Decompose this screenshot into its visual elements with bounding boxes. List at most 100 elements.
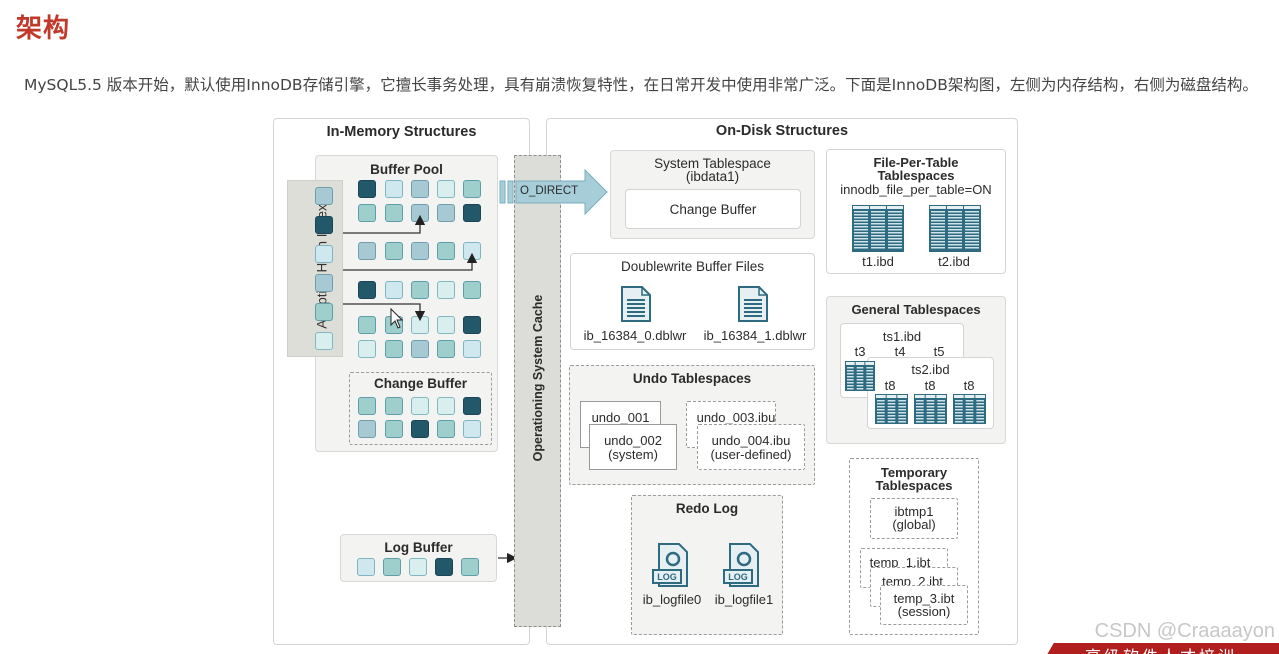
document-icon bbox=[621, 286, 651, 322]
table-icon bbox=[845, 361, 875, 391]
log-buffer-entry bbox=[357, 558, 375, 576]
logfile0-label: ib_logfile0 bbox=[642, 592, 702, 607]
hash-arrow-2 bbox=[343, 252, 478, 271]
buffer-pool-page bbox=[437, 180, 455, 198]
dblwr-1-label: ib_16384_1.dblwr bbox=[703, 328, 807, 343]
buffer-pool-page bbox=[463, 340, 481, 358]
log-file-icon: LOG bbox=[652, 543, 688, 587]
table-icon bbox=[875, 394, 908, 424]
buffer-pool-page bbox=[437, 281, 455, 299]
log-buffer-entry bbox=[383, 558, 401, 576]
watermark: CSDN @Craaaayon bbox=[1094, 620, 1275, 642]
hash-arrow-3 bbox=[343, 303, 426, 322]
disk-change-buffer: Change Buffer bbox=[625, 189, 801, 229]
change-buffer-page bbox=[385, 420, 403, 438]
buffer-pool-page bbox=[437, 204, 455, 222]
ts2-t8-c: t8 bbox=[963, 378, 975, 393]
change-buffer-page bbox=[411, 420, 429, 438]
o-direct-label: O_DIRECT bbox=[520, 185, 579, 197]
system-tablespace: System Tablespace (ibdata1) Change Buffe… bbox=[610, 150, 815, 239]
undo-001-label: undo_001 bbox=[591, 410, 650, 425]
table-icon bbox=[914, 394, 947, 424]
hash-index-entry bbox=[315, 274, 333, 292]
memory-change-buffer: Change Buffer bbox=[349, 372, 492, 445]
doublewrite-title: Doublewrite Buffer Files bbox=[620, 259, 765, 274]
table-icon bbox=[852, 205, 904, 252]
table-icon bbox=[953, 394, 986, 424]
change-buffer-page bbox=[358, 397, 376, 415]
doublewrite-buffer-files: Doublewrite Buffer Files bbox=[570, 253, 815, 350]
on-disk-title: On-Disk Structures bbox=[715, 123, 849, 139]
buffer-pool-page bbox=[463, 180, 481, 198]
undo-003-label: undo_003.ibu bbox=[696, 410, 776, 425]
ts1-t4: t4 bbox=[894, 344, 906, 359]
disk-change-buffer-label: Change Buffer bbox=[669, 202, 757, 217]
file-per-table-title: File-Per-Table bbox=[873, 155, 959, 170]
buffer-pool-page bbox=[437, 340, 455, 358]
buffer-pool-page bbox=[411, 281, 429, 299]
buffer-pool-page bbox=[463, 281, 481, 299]
dblwr-0-label: ib_16384_0.dblwr bbox=[583, 328, 687, 343]
temp-session-note: (session) bbox=[897, 604, 951, 619]
ibtmp1 bbox=[870, 498, 958, 539]
bottom-banner-text: 高级软件人才培训 bbox=[1085, 643, 1237, 654]
buffer-pool-page bbox=[385, 180, 403, 198]
t2-ibd-label: t2.ibd bbox=[938, 254, 970, 269]
change-buffer-page bbox=[385, 397, 403, 415]
undo-002 bbox=[589, 424, 677, 470]
o-direct-bar-2 bbox=[507, 180, 514, 204]
file-per-table-title2: Tablespaces bbox=[877, 168, 955, 183]
os-cache: Operationing System Cache bbox=[514, 155, 561, 627]
undo-002-label: undo_002 bbox=[604, 433, 662, 448]
buffer-pool-page bbox=[411, 180, 429, 198]
svg-text:LOG: LOG bbox=[657, 572, 677, 582]
temporary-tablespaces: Temporary Tablespaces bbox=[849, 458, 979, 635]
buffer-pool-page bbox=[358, 180, 376, 198]
undo-title: Undo Tablespaces bbox=[632, 371, 752, 386]
in-memory-title: In-Memory Structures bbox=[326, 124, 477, 140]
buffer-pool-page bbox=[437, 242, 455, 260]
log-buffer-entry bbox=[435, 558, 453, 576]
ibtmp1-label: ibtmp1 bbox=[894, 504, 934, 519]
temp-3-label: temp_3.ibt bbox=[893, 591, 955, 606]
change-buffer-page bbox=[463, 420, 481, 438]
system-tablespace-subtitle: (ibdata1) bbox=[685, 169, 740, 184]
ts1-t5: t5 bbox=[933, 344, 945, 359]
log-buffer-entry bbox=[461, 558, 479, 576]
o-direct-bar-1 bbox=[499, 180, 506, 204]
intro-paragraph: MySQL5.5 版本开始，默认使用InnoDB存储引擎，它擅长事务处理，具有崩… bbox=[24, 76, 1258, 94]
buffer-pool-page bbox=[385, 281, 403, 299]
document-icon bbox=[738, 286, 768, 322]
buffer-pool-page bbox=[437, 316, 455, 334]
ts1-t3: t3 bbox=[854, 344, 866, 359]
buffer-pool-title: Buffer Pool bbox=[370, 162, 443, 177]
hash-index-entry bbox=[315, 303, 333, 321]
logfile1-label: ib_logfile1 bbox=[714, 592, 774, 607]
o-direct-arrow-body bbox=[515, 168, 608, 216]
buffer-pool-page bbox=[358, 242, 376, 260]
hash-index-entry bbox=[315, 332, 333, 350]
general-title: General Tablespaces bbox=[851, 302, 981, 317]
buffer-pool-page bbox=[463, 204, 481, 222]
log-buffer-title: Log Buffer bbox=[384, 540, 453, 555]
change-buffer-page bbox=[411, 397, 429, 415]
change-buffer-page bbox=[463, 397, 481, 415]
svg-text:LOG: LOG bbox=[728, 572, 748, 582]
table-icon bbox=[929, 205, 981, 252]
adaptive-hash-index: Adaptive Hash Index bbox=[287, 180, 343, 357]
buffer-pool-page bbox=[358, 281, 376, 299]
buffer-pool-page bbox=[358, 316, 376, 334]
ts2-label: ts2.ibd bbox=[911, 362, 950, 377]
change-buffer-page bbox=[437, 420, 455, 438]
temp-1-label: temp_1.ibt bbox=[869, 555, 931, 570]
hash-index-entry bbox=[315, 187, 333, 205]
buffer-pool-page bbox=[463, 316, 481, 334]
ts1-label: ts1.ibd bbox=[882, 329, 922, 344]
redo-title: Redo Log bbox=[675, 501, 739, 516]
buffer-pool-page bbox=[411, 340, 429, 358]
undo-004-note: (user-defined) bbox=[710, 447, 792, 462]
buffer-pool-page bbox=[385, 204, 403, 222]
undo-002-note: (system) bbox=[608, 447, 658, 462]
